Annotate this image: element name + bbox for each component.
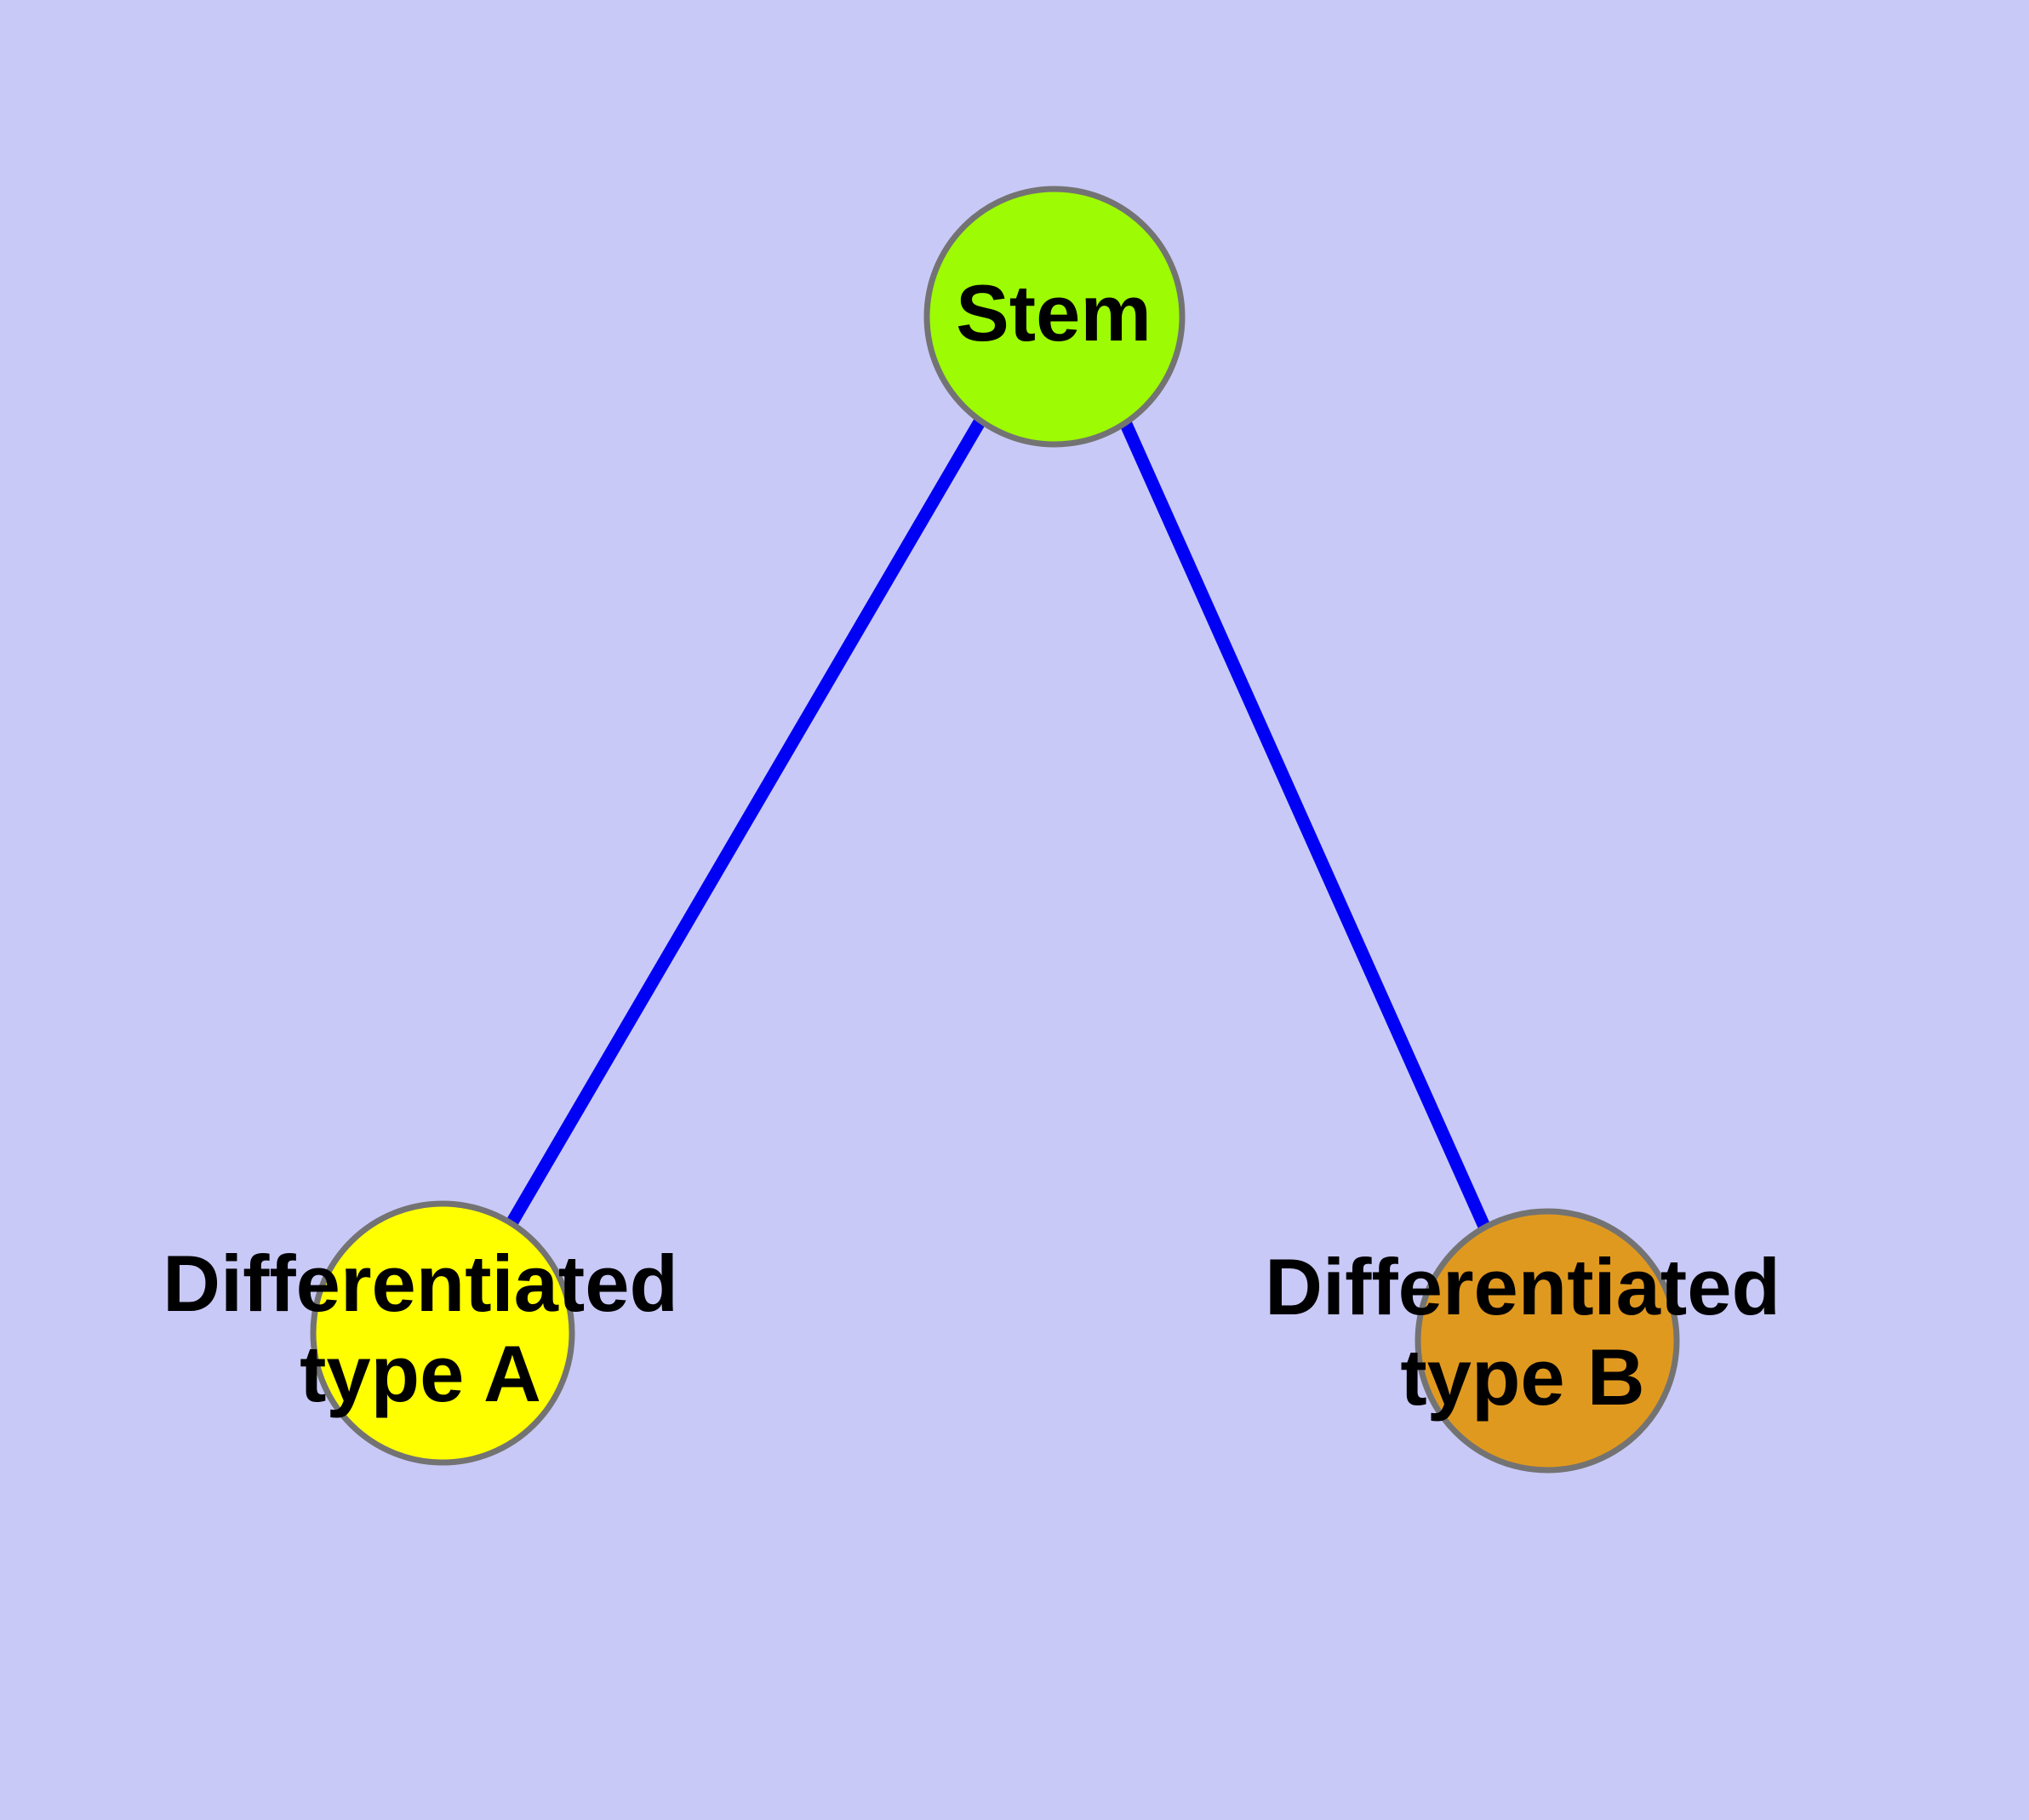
edges-layer [506, 417, 1491, 1232]
edge-stem-to-type-a[interactable] [506, 417, 986, 1227]
node-stem[interactable] [923, 186, 1186, 448]
node-diff-type-b[interactable] [1415, 1208, 1680, 1474]
node-label-stem: Stem [956, 268, 1152, 358]
node-label-line: Stem [956, 268, 1152, 358]
node-label-line: type B [1400, 1332, 1644, 1422]
node-label-line: Differentiated [163, 1239, 678, 1328]
node-label-line: type A [300, 1329, 541, 1418]
nodes-layer [310, 186, 1680, 1474]
node-diff-type-a[interactable] [310, 1200, 575, 1466]
node-label-line: Differentiated [1265, 1242, 1780, 1331]
edge-stem-to-type-b[interactable] [1119, 419, 1491, 1232]
